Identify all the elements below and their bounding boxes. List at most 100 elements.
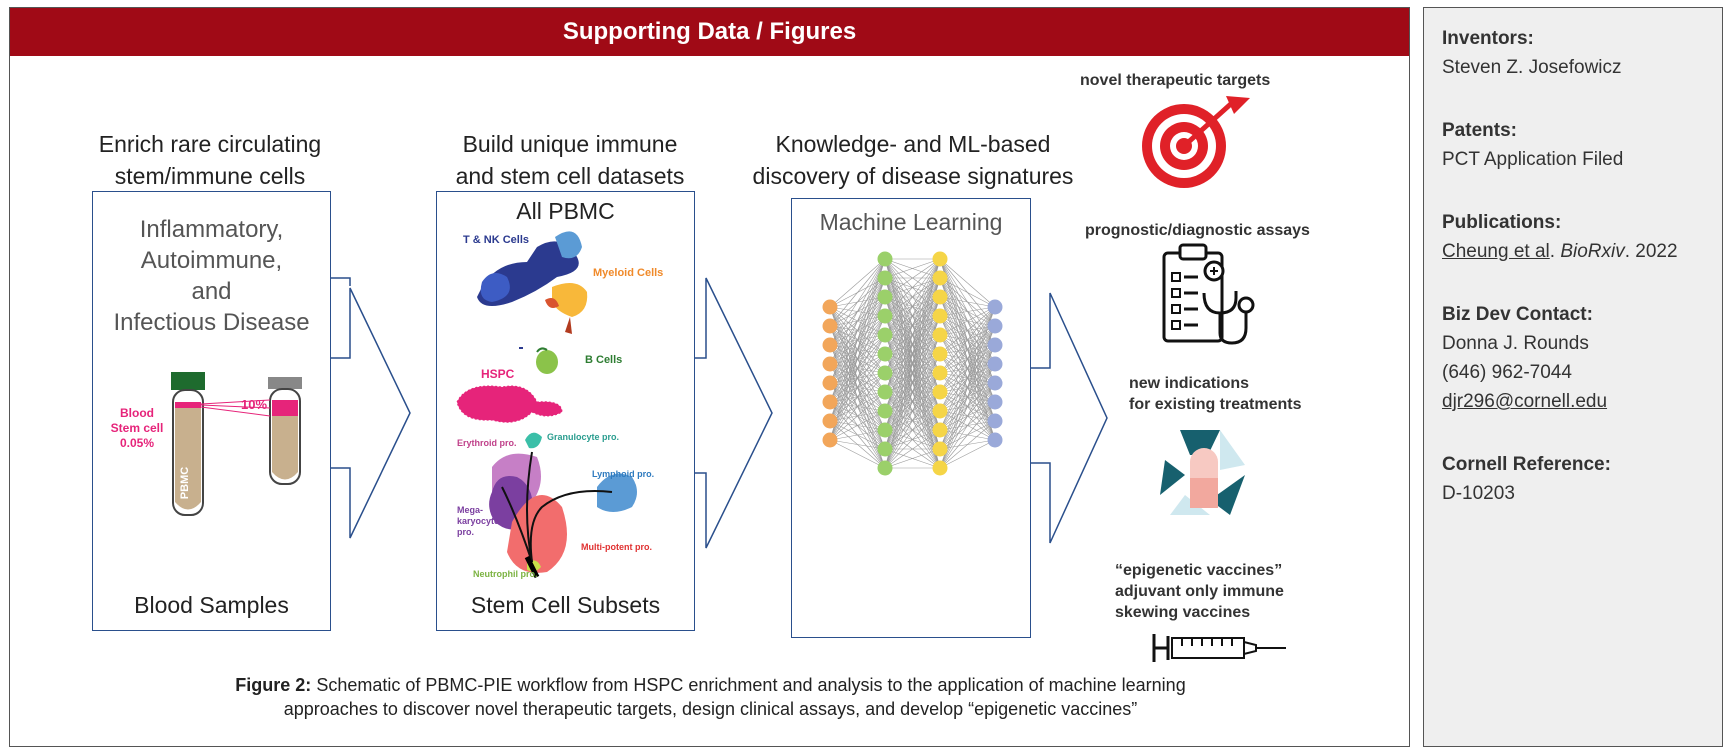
cell-clusters (456, 231, 637, 579)
stem-subsets-label: Stem Cell Subsets (470, 592, 661, 618)
caption-line: Figure 2: Schematic of PBMC-PIE workflow… (10, 673, 1411, 697)
nn-edge (939, 306, 996, 374)
nn-edge (884, 258, 941, 450)
neural-network (822, 251, 1003, 476)
nn-node (987, 299, 1003, 315)
vaccines-line: “epigenetic vaccines” (1115, 562, 1283, 579)
percent-label: 10% (241, 397, 268, 412)
nn-node (822, 375, 838, 391)
figure-panel: Supporting Data / Figures Enrich rare ci… (9, 7, 1410, 747)
nn-edge (939, 296, 996, 308)
inventors-section: Inventors: Steven Z. Josefowicz (1442, 24, 1622, 82)
nn-edge (939, 306, 996, 393)
nn-edge (829, 439, 886, 469)
discover-title-line: discovery of disease signatures (752, 163, 1074, 189)
vaccines-line: adjuvant only immune (1115, 583, 1284, 600)
arrow-3 (1030, 292, 1108, 544)
tube-cap-left (171, 372, 205, 390)
nn-edge (829, 258, 886, 365)
build-box: All PBMC (436, 191, 695, 631)
publications-label: Publications: (1442, 212, 1562, 233)
granulocyte-label: Granulocyte pro. (547, 432, 620, 442)
discover-title-line: Knowledge- and ML-based (775, 131, 1051, 157)
target-icon (1142, 96, 1250, 188)
lymphoid-label: Lymphoid pro. (592, 469, 655, 479)
nn-node (987, 394, 1003, 410)
nn-edge (829, 277, 886, 441)
arrow-2 (686, 277, 773, 549)
nn-edge (829, 258, 886, 441)
nn-node (877, 251, 893, 267)
tube-cap-right (268, 377, 302, 389)
nn-edge (884, 258, 941, 469)
bizdev-label: Biz Dev Contact: (1442, 304, 1593, 325)
nn-node (987, 356, 1003, 372)
bcell-cluster (536, 350, 558, 374)
nn-node (932, 365, 948, 381)
reference-label: Cornell Reference: (1442, 454, 1611, 475)
recycle-pill-icon (1160, 430, 1245, 515)
patents-section: Patents: PCT Application Filed (1442, 116, 1623, 174)
nn-node (822, 299, 838, 315)
tube-label-line: Blood (120, 406, 154, 420)
nn-edge (829, 353, 886, 441)
nn-node (932, 251, 948, 267)
nn-node (877, 384, 893, 400)
disease-text: Inflammatory, Autoimmune, and Infectious… (93, 214, 330, 338)
arrow-1 (330, 287, 411, 539)
publications-section: Publications: Cheung et al. BioRxiv. 202… (1442, 208, 1678, 266)
bizdev-section: Biz Dev Contact: Donna J. Rounds (646) 9… (1442, 300, 1607, 416)
nn-edge (829, 296, 886, 441)
nn-edge (884, 353, 941, 469)
nn-edge (939, 439, 996, 469)
publication-citation: Cheung et al. BioRxiv. 2022 (1442, 237, 1678, 266)
nn-edge (829, 258, 886, 327)
clipboard-stethoscope-icon (1162, 243, 1255, 345)
nn-node (822, 356, 838, 372)
enrich-title: Enrich rare circulating stem/immune cell… (80, 128, 340, 192)
patents-value: PCT Application Filed (1442, 149, 1624, 170)
bizdev-phone: (646) 962-7044 (1442, 362, 1572, 383)
blood-samples-label: Blood Samples (134, 592, 289, 618)
nn-node (822, 432, 838, 448)
nn-node (932, 384, 948, 400)
nn-node (877, 403, 893, 419)
hspc-label: HSPC (481, 367, 515, 381)
nn-node (877, 308, 893, 324)
bizdev-email-link[interactable]: djr296@cornell.edu (1442, 391, 1608, 412)
nn-edge (829, 410, 886, 441)
figure-caption: Figure 2: Schematic of PBMC-PIE workflow… (10, 673, 1411, 721)
nn-edge (829, 439, 886, 450)
nn-node (877, 346, 893, 362)
mega-label: Mega- karyocyte pro. (457, 505, 499, 538)
reference-section: Cornell Reference: D-10203 (1442, 450, 1611, 508)
nn-node (932, 441, 948, 457)
nn-edge (884, 277, 941, 469)
nn-edge (939, 344, 996, 469)
nn-node (987, 318, 1003, 334)
erythroid-label: Erythroid pro. (457, 438, 517, 448)
build-title-line: and stem cell datasets (455, 163, 685, 189)
caption-text: Schematic of PBMC-PIE workflow from HSPC… (311, 675, 1186, 695)
nn-edge (939, 420, 996, 469)
publication-link[interactable]: Cheung et al (1442, 241, 1550, 262)
nn-node (932, 327, 948, 343)
myeloid-label: Myeloid Cells (593, 267, 664, 279)
nn-edge (939, 306, 996, 355)
nn-edge (939, 382, 996, 469)
caption-line: approaches to discover novel therapeutic… (283, 699, 1138, 719)
nn-edge (939, 306, 996, 450)
nn-edge (884, 334, 941, 469)
hspc-cluster (456, 385, 563, 423)
multipotent-label: Multi-potent pro. (581, 542, 652, 552)
enrich-box: Inflammatory, Autoimmune, and Infectious… (92, 191, 331, 631)
nn-edge (884, 258, 941, 374)
vaccines-label: “epigenetic vaccines” adjuvant only immu… (1115, 560, 1284, 623)
section-header: Supporting Data / Figures (10, 8, 1409, 56)
nn-edge (939, 363, 996, 469)
build-title: Build unique immune and stem cell datase… (430, 128, 710, 192)
lymphoid-cluster (597, 473, 637, 512)
nn-node (987, 432, 1003, 448)
nn-node (877, 441, 893, 457)
nn-node (932, 460, 948, 476)
